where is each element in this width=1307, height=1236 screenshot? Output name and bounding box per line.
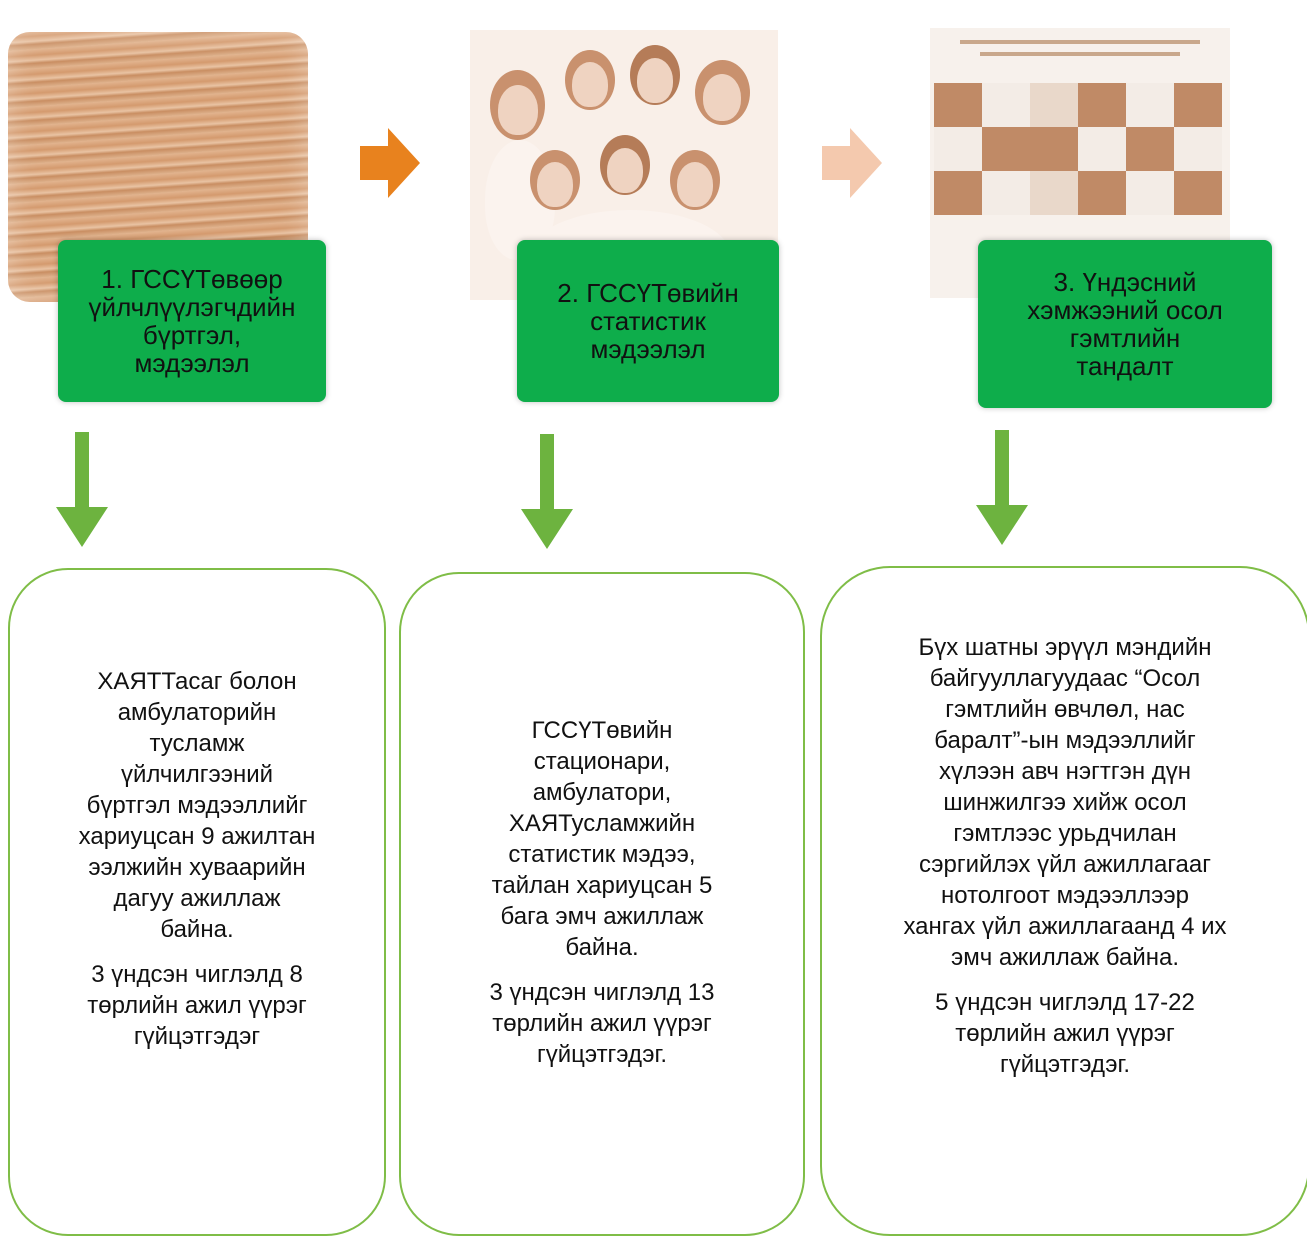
arrow-right-light-icon	[822, 128, 882, 198]
step-3-summary: 5 үндсэн чиглэлд 17-22 төрлийн ажил үүрэ…	[935, 989, 1195, 1078]
arrow-down-icon	[976, 430, 1028, 545]
step-3-label: 3. Үндэсний хэмжээний осол гэмтлийн танд…	[978, 240, 1272, 408]
step-2-summary: 3 үндсэн чиглэлд 13 төрлийн ажил үүрэг г…	[489, 979, 715, 1068]
step-3-description: Бүх шатны эрүүл мэндийн байгууллагуудаас…	[903, 634, 1227, 971]
step-1-description: ХАЯТТасаг болон амбулаторийн тусламж үйл…	[78, 668, 316, 943]
step-3-description-box: Бүх шатны эрүүл мэндийн байгууллагуудаас…	[820, 566, 1307, 1236]
step-1-label: 1. ГССҮТөвөөр үйлчлүүлэгчдийн бүртгэл, м…	[58, 240, 326, 402]
step-1-summary: 3 үндсэн чиглэлд 8 төрлийн ажил үүрэг гү…	[87, 961, 307, 1050]
arrow-down-icon	[521, 434, 573, 549]
arrow-right-icon	[360, 128, 420, 198]
arrow-down-icon	[56, 432, 108, 547]
step-2-description-box: ГССҮТөвийн стационари, амбулатори, ХАЯТу…	[399, 572, 805, 1236]
step-1-description-box: ХАЯТТасаг болон амбулаторийн тусламж үйл…	[8, 568, 386, 1236]
step-2-label: 2. ГССҮТөвийн статистик мэдээлэл	[517, 240, 779, 402]
step-2-description: ГССҮТөвийн стационари, амбулатори, ХАЯТу…	[491, 717, 713, 961]
staff-photo	[470, 30, 778, 300]
